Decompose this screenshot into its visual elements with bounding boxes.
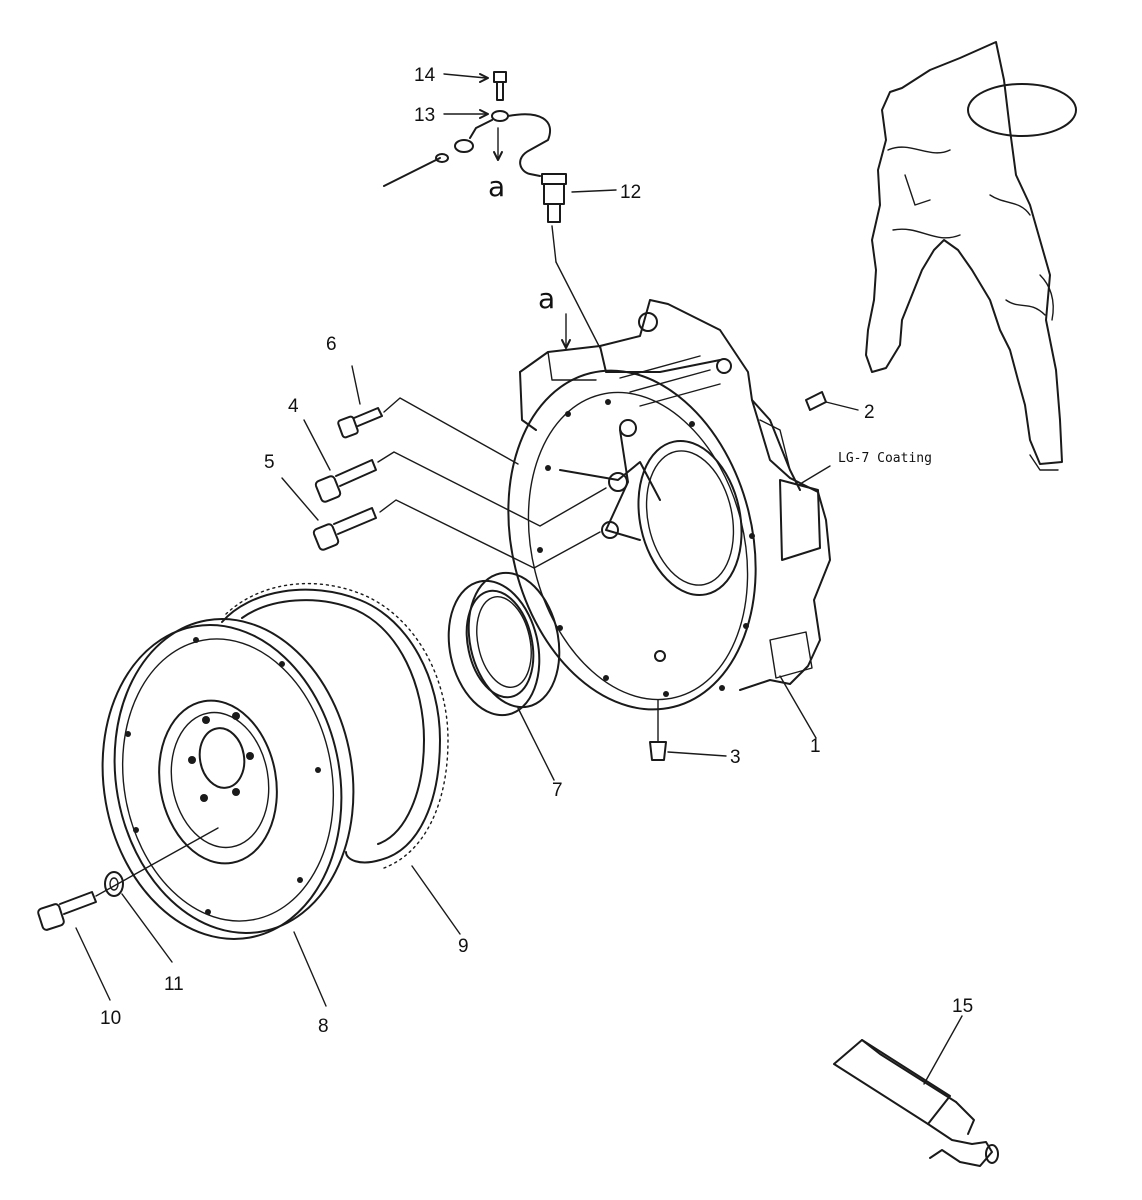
- callout-3: 3: [730, 747, 741, 768]
- plug-part-3: [649, 699, 667, 761]
- bolt-leaders: [377, 397, 607, 569]
- washer-part-11: [104, 871, 124, 897]
- engine-block-outline: [865, 41, 1077, 471]
- flywheel-housing: [507, 299, 831, 711]
- bolt-part-5: [312, 507, 377, 551]
- callout-11: 11: [164, 974, 184, 995]
- callout-13: 13: [414, 105, 435, 126]
- callout-10: 10: [100, 1008, 121, 1029]
- callout-1: 1: [810, 736, 821, 757]
- oil-seal: [447, 571, 561, 717]
- callout-4: 4: [288, 396, 299, 417]
- callout-9: 9: [458, 936, 469, 957]
- ring-gear: [221, 582, 449, 869]
- sensor-harness: [383, 71, 601, 349]
- bolt-part-4: [314, 459, 377, 503]
- callout-6: 6: [326, 334, 337, 355]
- flywheel: [101, 618, 355, 940]
- callout-leaders: [75, 73, 963, 1085]
- alignment-tool: [833, 1039, 999, 1167]
- callout-2: 2: [864, 402, 875, 423]
- callout-12: 12: [620, 182, 641, 203]
- callout-14: 14: [414, 65, 436, 86]
- callout-labels: 14 13 12 2 3 1 6 4 5 7 9 8 11 10 15 a a …: [100, 65, 973, 1037]
- callout-15: 15: [952, 996, 973, 1017]
- plug-part-2: [805, 391, 827, 411]
- view-marker-a-upper: a: [488, 170, 505, 203]
- bolt-part-10: [37, 827, 219, 931]
- callout-5: 5: [264, 452, 275, 473]
- view-marker-a-lower: a: [538, 282, 555, 315]
- callout-7: 7: [552, 780, 563, 801]
- coating-note: LG-7 Coating: [838, 451, 932, 466]
- callout-8: 8: [318, 1016, 329, 1037]
- bolt-part-6: [337, 407, 383, 439]
